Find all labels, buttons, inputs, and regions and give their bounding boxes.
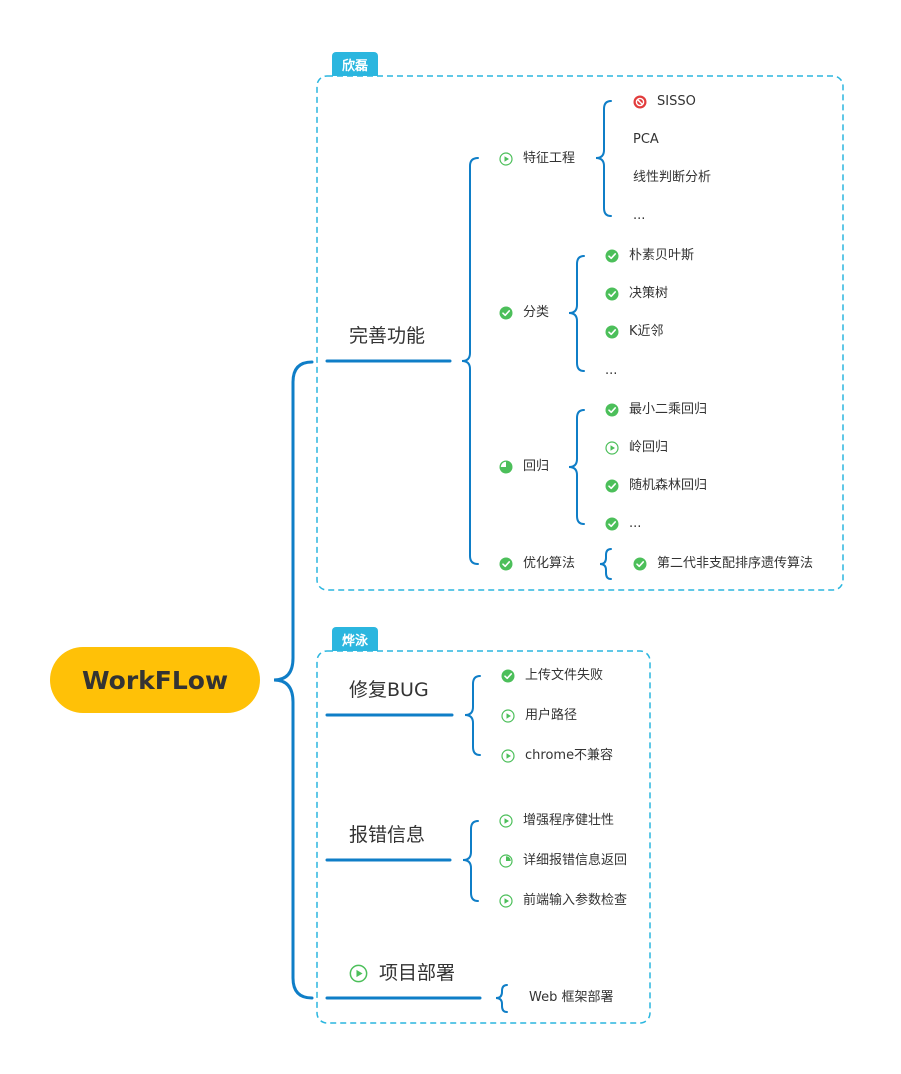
regress-item-random-forest[interactable]: 随机森林回归	[629, 478, 708, 493]
optimize-item-nsga2[interactable]: 第二代非支配排序遗传算法	[657, 556, 814, 571]
regress-item-ridge[interactable]: 岭回归	[629, 440, 669, 455]
group-tag-label: 欣磊	[341, 58, 368, 74]
root-label: WorkFLow	[81, 665, 229, 695]
regress-item-least-squares[interactable]: 最小二乘回归	[629, 402, 708, 417]
group-frame-yeyong	[316, 650, 651, 1024]
branch2-label[interactable]: 修复BUG	[349, 679, 429, 701]
feature-bracket	[595, 100, 612, 217]
deploy-item-web-framework[interactable]: Web 框架部署	[529, 990, 614, 1005]
progress-icon	[499, 460, 513, 474]
branch2-bracket	[464, 675, 481, 756]
check-icon	[605, 325, 619, 339]
root-node[interactable]: WorkFLow	[50, 647, 260, 713]
root-bracket	[273, 360, 314, 1000]
group-tag-label: 烨泳	[341, 633, 368, 649]
regress-node-label[interactable]: 回归	[523, 459, 550, 474]
group-frame-xinlei	[316, 75, 844, 591]
bug-item-user-path[interactable]: 用户路径	[525, 708, 578, 723]
play-icon	[499, 814, 513, 828]
check-icon	[605, 249, 619, 263]
branch3-label[interactable]: 报错信息	[349, 824, 426, 846]
bug-item-upload-failed[interactable]: 上传文件失败	[525, 668, 604, 683]
check-icon	[499, 306, 513, 320]
check-icon	[499, 557, 513, 571]
play-icon	[499, 894, 513, 908]
feature-item-sisso[interactable]: SISSO	[657, 94, 696, 109]
optimize-node-label[interactable]: 优化算法	[523, 556, 576, 571]
feature-node-label[interactable]: 特征工程	[523, 151, 576, 166]
check-icon	[633, 557, 647, 571]
error-item-robustness[interactable]: 增强程序健壮性	[523, 813, 615, 828]
classify-bracket	[568, 255, 585, 372]
classify-node-label[interactable]: 分类	[523, 305, 550, 320]
progress-icon	[499, 854, 513, 868]
forbidden-icon	[633, 95, 647, 109]
check-icon	[605, 479, 619, 493]
feature-item-lda[interactable]: 线性判断分析	[633, 170, 712, 185]
group-tag-xinlei: 欣磊	[332, 52, 378, 76]
branch4-bracket	[495, 984, 508, 1013]
group-tag-yeyong: 烨泳	[332, 627, 378, 651]
bug-item-chrome-compat[interactable]: chrome不兼容	[525, 748, 614, 763]
check-icon	[501, 669, 515, 683]
classify-item-knn[interactable]: K近邻	[629, 324, 664, 339]
feature-item-more[interactable]: ...	[633, 208, 646, 223]
optimize-bracket	[599, 548, 612, 580]
play-icon	[605, 441, 619, 455]
play-icon	[501, 709, 515, 723]
branch3-bracket	[462, 820, 479, 902]
check-icon	[605, 287, 619, 301]
branch1-label[interactable]: 完善功能	[349, 325, 426, 347]
branch4-label[interactable]: 项目部署	[379, 962, 456, 984]
classify-item-decision-tree[interactable]: 决策树	[629, 286, 669, 301]
check-icon	[605, 517, 619, 531]
play-icon	[499, 152, 513, 166]
classify-item-naive-bayes[interactable]: 朴素贝叶斯	[629, 248, 695, 263]
error-item-input-check[interactable]: 前端输入参数检查	[523, 893, 628, 908]
error-item-detailed-message[interactable]: 详细报错信息返回	[523, 853, 628, 868]
regress-item-more[interactable]: ...	[629, 516, 642, 531]
feature-item-pca[interactable]: PCA	[633, 132, 659, 147]
play-icon	[349, 964, 368, 983]
branch1-bracket	[461, 157, 479, 565]
check-icon	[605, 403, 619, 417]
regress-bracket	[568, 409, 585, 525]
classify-item-more[interactable]: ...	[605, 363, 618, 378]
play-icon	[501, 749, 515, 763]
